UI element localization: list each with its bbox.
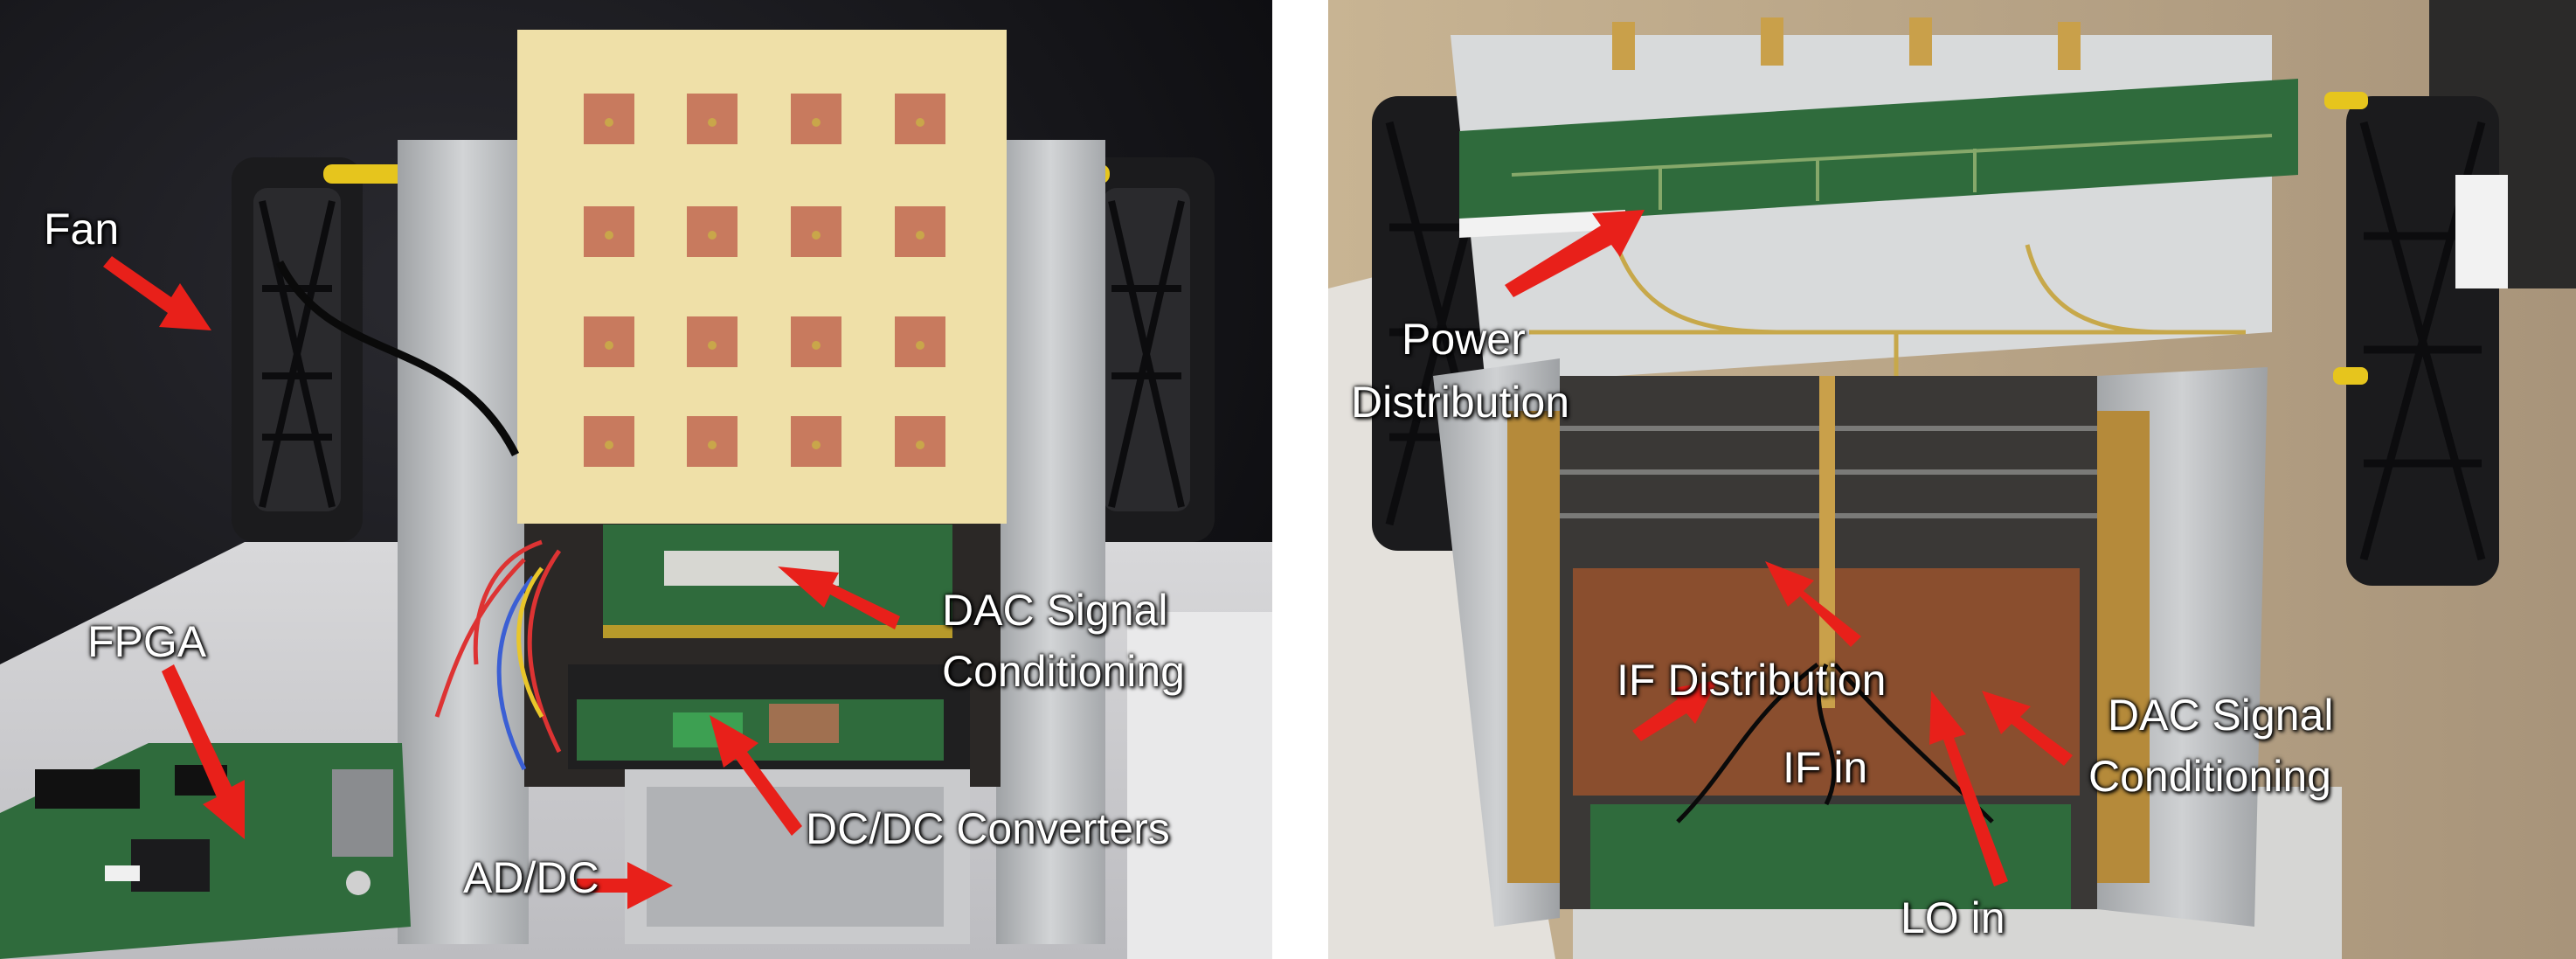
label-fpga: FPGA	[87, 617, 207, 666]
right-photo: Power Distribution IF Distribution DAC S…	[1328, 0, 2576, 959]
label-lo-in: LO in	[1901, 893, 2005, 942]
right-fan-top	[2346, 96, 2508, 586]
left-fan	[232, 157, 363, 542]
label-dac-line2-right: Conditioning	[2088, 752, 2331, 801]
aluminum-frame-right	[996, 140, 1105, 944]
label-addc: AD/DC	[463, 853, 599, 902]
right-fan	[1084, 157, 1215, 542]
side-panel	[1127, 612, 1272, 959]
fpga-board	[0, 743, 411, 959]
label-fan: Fan	[44, 205, 120, 254]
label-dcdc: DC/DC Converters	[806, 804, 1170, 853]
power-distribution-board	[1459, 79, 2298, 227]
label-dac-line1-left: DAC Signal	[942, 586, 1168, 635]
label-power-line1: Power	[1402, 315, 1526, 364]
label-dac-line2-left: Conditioning	[942, 647, 1185, 696]
sma-connectors	[1612, 17, 2081, 70]
label-if-distribution: IF Distribution	[1617, 656, 1887, 705]
if-distribution-board	[1507, 411, 1560, 883]
right-photo-illustration	[1328, 0, 2576, 959]
label-if-in: IF in	[1783, 743, 1868, 792]
dcdc-board	[577, 699, 944, 761]
aluminum-frame-left	[398, 140, 529, 944]
label-dac-line1-right: DAC Signal	[2108, 691, 2334, 740]
left-photo: Fan FPGA DAC Signal Conditioning DC/DC C…	[0, 0, 1272, 959]
label-power-line2: Distribution	[1351, 378, 1570, 427]
